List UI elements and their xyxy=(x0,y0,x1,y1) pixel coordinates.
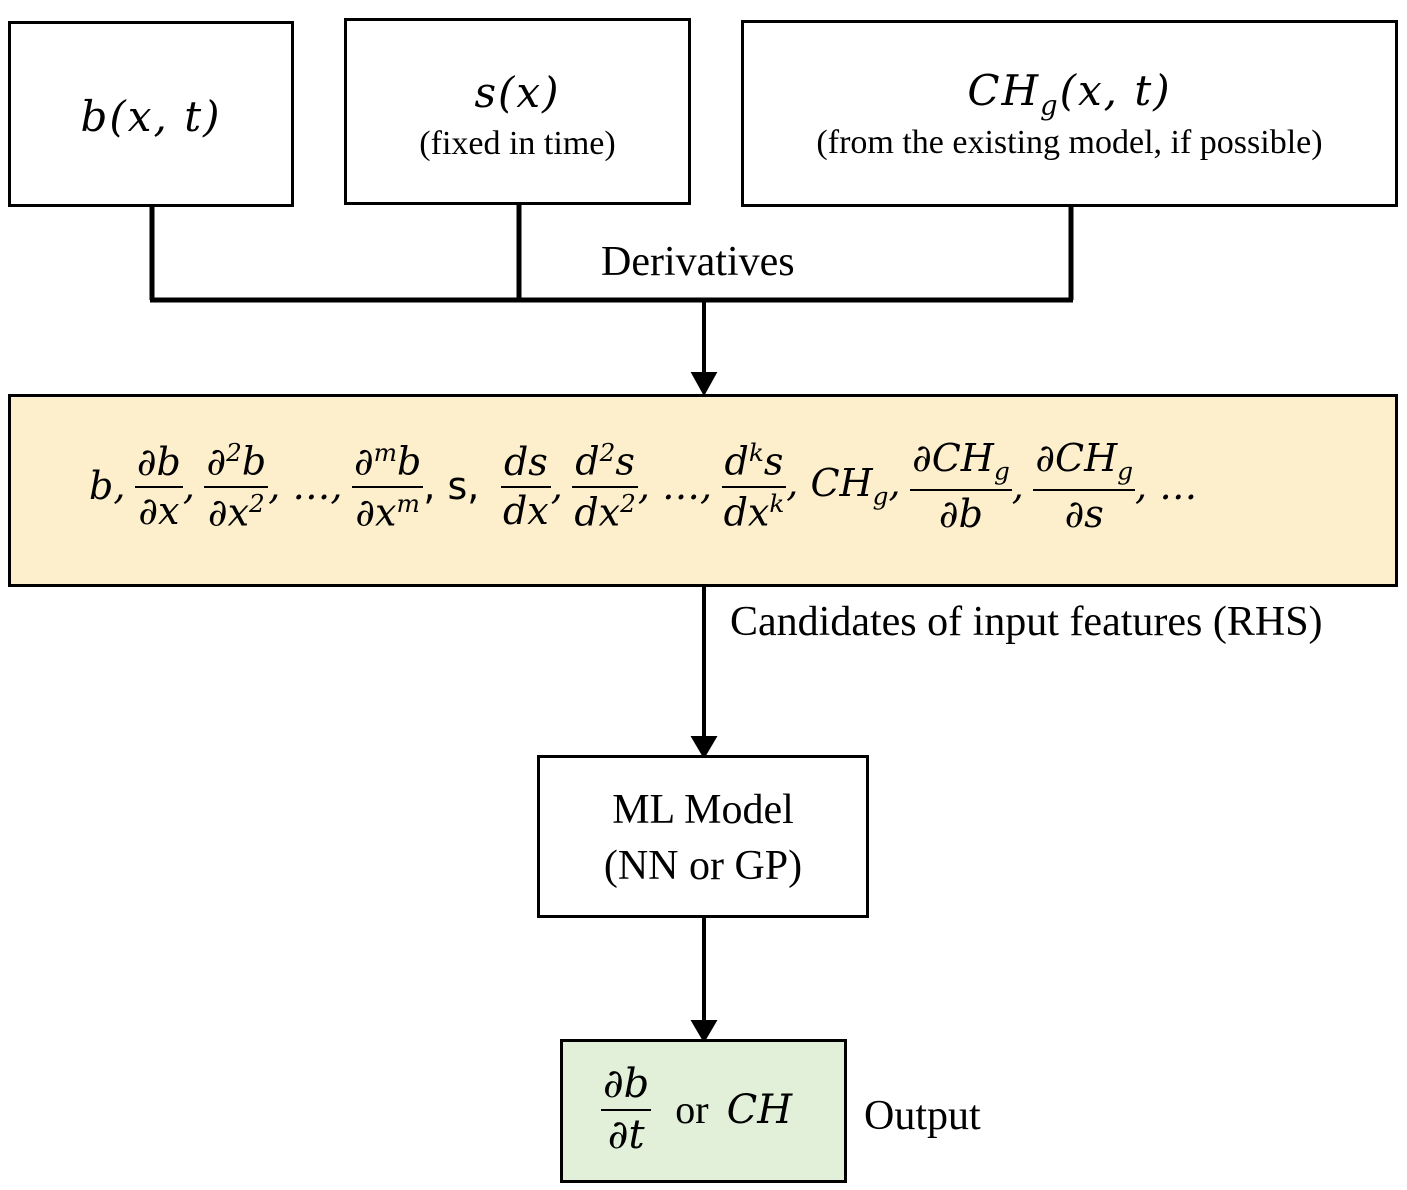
feature-dchg-db: ∂CHg∂b xyxy=(910,436,1012,537)
arrowhead-output xyxy=(690,1020,718,1043)
input-ch-sub: g xyxy=(1040,90,1060,122)
feature-dchg-ds: ∂CHg∂s xyxy=(1033,436,1136,537)
input-ch-args: (x, t) xyxy=(1059,66,1172,115)
input-ch-expr: CHg(x, t) xyxy=(744,66,1395,121)
input-s-expr: s(x) xyxy=(474,68,561,117)
feature-dmb-dxm: ∂mb∂xm xyxy=(351,438,424,535)
output-db-dt: ∂b∂t xyxy=(601,1061,652,1158)
arrowhead-model xyxy=(690,736,718,759)
input-ch-base: CH xyxy=(967,66,1041,115)
input-box-b: b(x, t) xyxy=(8,21,294,207)
input-ch-note: (from the existing model, if possible) xyxy=(816,124,1323,161)
output-formula: ∂b∂t or CH xyxy=(601,1064,792,1155)
feature-db-dx: ∂b∂x xyxy=(134,439,183,533)
feature-chg: , CHg, xyxy=(786,461,901,511)
input-b-expr: b(x, t) xyxy=(80,92,222,141)
output-ch: CH xyxy=(726,1086,793,1133)
input-box-ch: CHg(x, t) (from the existing model, if p… xyxy=(741,20,1398,207)
output-label: Output xyxy=(864,1093,981,1139)
ml-model-line1: ML Model xyxy=(612,787,794,833)
ml-model-line2: (NN or GP) xyxy=(603,843,803,889)
input-box-s: s(x) (fixed in time) xyxy=(344,18,691,205)
features-label: Candidates of input features (RHS) xyxy=(730,599,1323,645)
ml-model-box: ML Model (NN or GP) xyxy=(537,755,869,918)
feature-s: , s, xyxy=(423,464,492,509)
feature-d2b-dx2: ∂2b∂x2 xyxy=(204,438,269,535)
input-s-note: (fixed in time) xyxy=(419,125,616,162)
feature-b: b, xyxy=(89,464,126,509)
derivatives-label: Derivatives xyxy=(601,239,795,285)
arrowhead-features xyxy=(690,372,718,397)
output-box: ∂b∂t or CH xyxy=(560,1039,847,1183)
output-or: or xyxy=(675,1087,709,1132)
